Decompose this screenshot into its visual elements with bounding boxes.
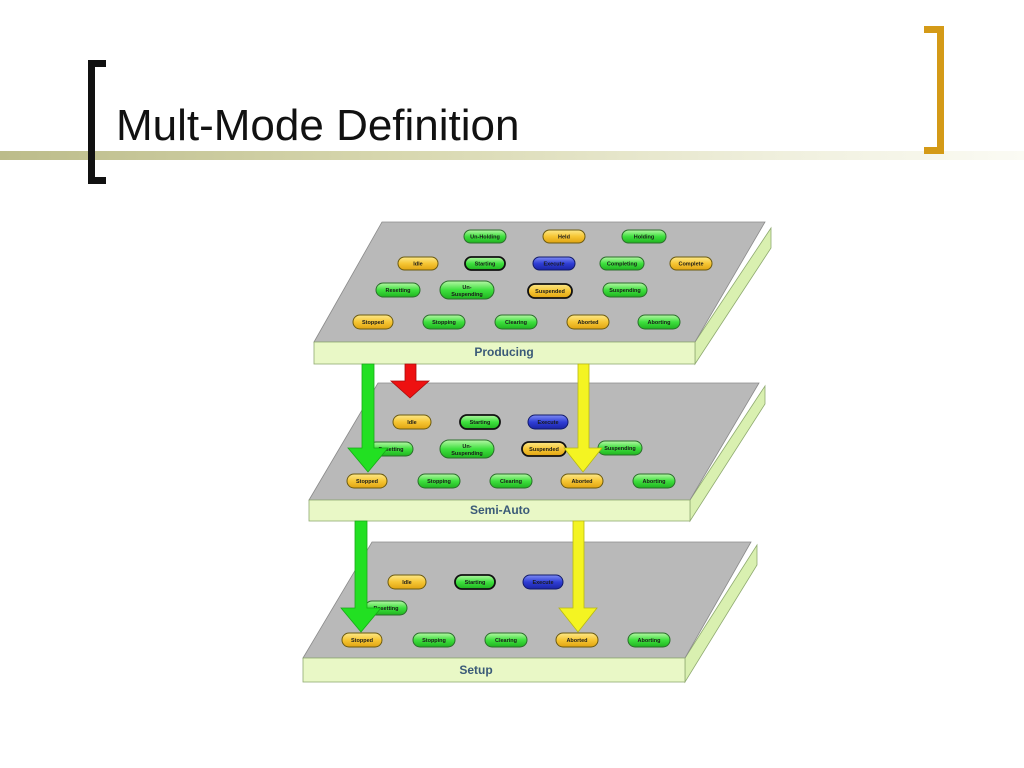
state-aborting: Aborting xyxy=(627,632,671,648)
producing-layer-label: Producing xyxy=(474,345,533,359)
svg-text:Suspended: Suspended xyxy=(529,447,559,453)
svg-text:Stopped: Stopped xyxy=(351,638,373,644)
svg-text:Clearing: Clearing xyxy=(505,320,527,326)
state-execute: Execute xyxy=(532,256,576,271)
svg-text:Resetting: Resetting xyxy=(378,447,403,453)
svg-text:Clearing: Clearing xyxy=(500,479,522,485)
state-execute: Execute xyxy=(527,414,569,430)
svg-text:Aborted: Aborted xyxy=(571,479,592,485)
state-held: Held xyxy=(542,229,586,244)
svg-text:Held: Held xyxy=(558,235,570,241)
state-idle: Idle xyxy=(392,414,432,430)
state-resetting: Resetting xyxy=(375,282,421,298)
svg-text:Holding: Holding xyxy=(634,235,654,241)
svg-text:Aborting: Aborting xyxy=(648,320,671,326)
svg-text:Starting: Starting xyxy=(465,580,486,586)
setup-layer-label: Setup xyxy=(459,663,492,677)
state-stopping: Stopping xyxy=(422,314,466,330)
state-aborting: Aborting xyxy=(632,473,676,489)
svg-text:Stopping: Stopping xyxy=(427,479,451,485)
state-suspending: Suspending xyxy=(597,440,643,456)
setup-layer: Setup Idle Starting Execute Resetting St… xyxy=(302,541,758,684)
state-suspended: Suspended xyxy=(527,283,573,299)
svg-text:Stopping: Stopping xyxy=(422,638,446,644)
svg-text:Aborting: Aborting xyxy=(638,638,661,644)
svg-text:Un-Holding: Un-Holding xyxy=(470,235,500,241)
state-stopped: Stopped xyxy=(341,632,383,648)
title-bracket-left xyxy=(88,60,106,184)
svg-text:Execute: Execute xyxy=(532,580,553,586)
semiauto-plate-front xyxy=(308,499,691,522)
svg-text:Aborting: Aborting xyxy=(643,479,666,485)
svg-text:Suspended: Suspended xyxy=(535,289,565,295)
svg-text:Stopped: Stopped xyxy=(362,320,384,326)
state-suspending: Suspending xyxy=(602,282,648,298)
svg-text:Resetting: Resetting xyxy=(385,288,410,294)
state-aborted: Aborted xyxy=(566,314,610,330)
state-unholding: Un-Holding xyxy=(463,229,507,244)
svg-text:Suspending: Suspending xyxy=(604,446,635,452)
state-complete: Complete xyxy=(669,256,713,271)
state-stopping: Stopping xyxy=(417,473,461,489)
state-execute: Execute xyxy=(522,574,564,590)
state-starting: Starting xyxy=(459,414,501,430)
svg-text:Complete: Complete xyxy=(678,262,703,268)
svg-text:Un-: Un- xyxy=(462,444,471,450)
producing-plate-front xyxy=(313,341,696,365)
title-underline-bar xyxy=(0,151,1024,160)
svg-text:Stopped: Stopped xyxy=(356,479,378,485)
svg-text:Idle: Idle xyxy=(407,420,416,426)
svg-text:Suspending: Suspending xyxy=(451,451,482,457)
svg-text:Stopping: Stopping xyxy=(432,320,456,326)
state-suspended: Suspended xyxy=(521,441,567,457)
svg-text:Aborted: Aborted xyxy=(577,320,598,326)
svg-text:Un-: Un- xyxy=(462,285,471,291)
state-clearing: Clearing xyxy=(494,314,538,330)
state-clearing: Clearing xyxy=(484,632,528,648)
state-unsuspending: Un- Suspending xyxy=(439,439,495,459)
svg-text:Aborted: Aborted xyxy=(566,638,587,644)
page-title: Mult-Mode Definition xyxy=(116,101,520,150)
svg-text:Idle: Idle xyxy=(413,262,422,268)
state-aborted: Aborted xyxy=(555,632,599,648)
state-starting: Starting xyxy=(454,574,496,590)
green-arrow-semiauto-to-setup xyxy=(340,520,382,633)
svg-text:Suspending: Suspending xyxy=(451,292,482,298)
svg-text:Starting: Starting xyxy=(475,262,496,268)
state-idle: Idle xyxy=(397,256,439,271)
corner-bracket-right xyxy=(924,26,944,154)
state-idle: Idle xyxy=(387,574,427,590)
svg-text:Execute: Execute xyxy=(543,262,564,268)
green-arrow-producing-to-semiauto xyxy=(347,363,389,473)
state-aborted: Aborted xyxy=(560,473,604,489)
yellow-arrow-producing-to-semiauto xyxy=(563,363,603,473)
semiauto-layer-label: Semi-Auto xyxy=(470,503,530,517)
state-clearing: Clearing xyxy=(489,473,533,489)
state-completing: Completing xyxy=(599,256,645,271)
state-holding: Holding xyxy=(621,229,667,244)
red-arrow-producing-to-semiauto xyxy=(389,363,431,399)
setup-plate-front xyxy=(302,657,686,683)
producing-layer: Producing Un-Holding Held Holding Idle S… xyxy=(313,221,772,366)
svg-text:Starting: Starting xyxy=(470,420,491,426)
svg-text:Execute: Execute xyxy=(537,420,558,426)
yellow-arrow-semiauto-to-setup xyxy=(558,520,598,633)
svg-text:Clearing: Clearing xyxy=(495,638,517,644)
svg-text:Completing: Completing xyxy=(607,262,637,268)
svg-text:Suspending: Suspending xyxy=(609,288,640,294)
state-aborting: Aborting xyxy=(637,314,681,330)
state-stopped: Stopped xyxy=(346,473,388,489)
svg-text:Resetting: Resetting xyxy=(373,606,398,612)
state-stopped: Stopped xyxy=(352,314,394,330)
semiauto-layer: Semi-Auto Idle Starting Execute Resettin… xyxy=(308,382,766,523)
state-starting: Starting xyxy=(464,256,506,271)
state-stopping: Stopping xyxy=(412,632,456,648)
state-unsuspending: Un- Suspending xyxy=(439,280,495,300)
svg-text:Idle: Idle xyxy=(402,580,411,586)
